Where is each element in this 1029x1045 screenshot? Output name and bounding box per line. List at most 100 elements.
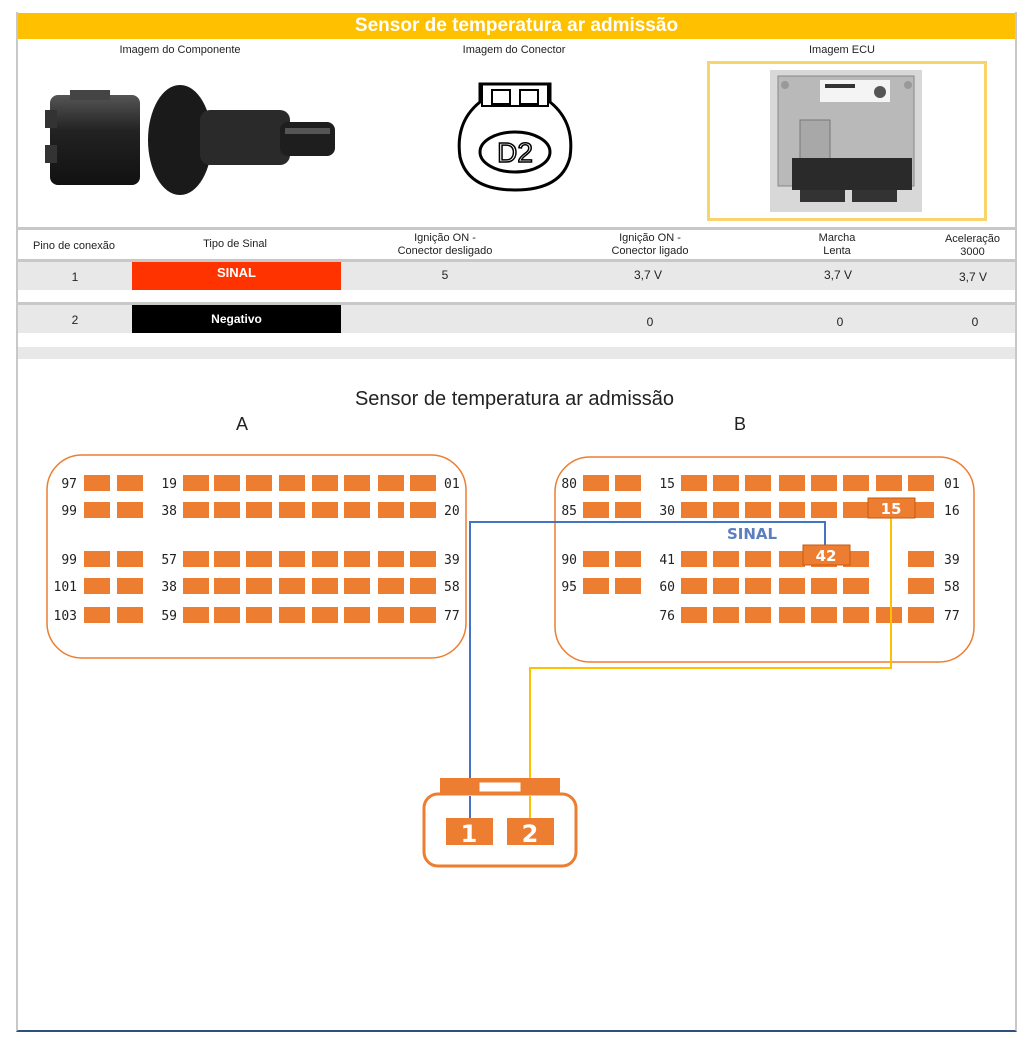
connector-b-pin bbox=[745, 607, 771, 623]
row1-accel: 3,7 V bbox=[958, 270, 988, 284]
connector-a-pin-number: 01 bbox=[444, 477, 460, 492]
row-separator bbox=[18, 259, 1015, 262]
connector-b-pin bbox=[811, 578, 837, 594]
connector-a-pin bbox=[84, 607, 110, 623]
connector-b-pin-number: 39 bbox=[944, 553, 960, 568]
connector-a-pin bbox=[378, 551, 404, 567]
connector-a-pin bbox=[214, 475, 240, 491]
connector-b-pin bbox=[811, 502, 837, 518]
connector-b-pin bbox=[745, 475, 771, 491]
connector-b-pin bbox=[583, 475, 609, 491]
diagram-title: Sensor de temperatura ar admissão bbox=[354, 388, 675, 410]
connector-a-pin bbox=[344, 475, 370, 491]
connector-a-pin bbox=[410, 551, 436, 567]
connector-a-pin bbox=[214, 578, 240, 594]
row2-pin: 2 bbox=[71, 313, 79, 327]
connector-a-pin-number: 77 bbox=[444, 609, 460, 624]
connector-a-pin bbox=[312, 475, 338, 491]
connector-a-pin bbox=[279, 502, 305, 518]
connector-a-pin bbox=[84, 551, 110, 567]
connector-a-pin bbox=[183, 578, 209, 594]
row2-accel: 0 bbox=[971, 315, 979, 329]
connector-a-pin-number: 38 bbox=[161, 580, 177, 595]
connector-b-pin bbox=[681, 578, 707, 594]
connector-b-pin bbox=[908, 551, 934, 567]
ground-wire bbox=[529, 510, 892, 818]
connector-a-pin-number: 99 bbox=[61, 504, 77, 519]
connector-b-pin-number: 90 bbox=[561, 553, 577, 568]
connector-b-pin bbox=[843, 578, 869, 594]
connector-b-pin-number: 77 bbox=[944, 609, 960, 624]
connector-b-pin bbox=[843, 607, 869, 623]
table-top-border bbox=[18, 227, 1015, 230]
connector-a-pin-number: 20 bbox=[444, 504, 460, 519]
connector-a-pin bbox=[246, 578, 272, 594]
connector-a-pin bbox=[183, 607, 209, 623]
connector-a-pin bbox=[279, 578, 305, 594]
header-ign-on: Ignição ON -Conector ligado bbox=[611, 232, 689, 257]
connector-b-pin bbox=[745, 502, 771, 518]
connector-b-pin bbox=[876, 475, 902, 491]
connector-a-pin bbox=[117, 607, 143, 623]
connector-a-pin bbox=[117, 475, 143, 491]
header-ign-off: Ignição ON -Conector desligado bbox=[397, 232, 493, 257]
connector-a-housing bbox=[46, 454, 467, 659]
connector-a-pin bbox=[117, 578, 143, 594]
connector-b-pin bbox=[811, 607, 837, 623]
connector-a-pin bbox=[246, 502, 272, 518]
sensor-component-image bbox=[45, 85, 335, 195]
row1-idle: 3,7 V bbox=[823, 268, 853, 282]
sensor-pin-1 bbox=[446, 818, 493, 845]
connector-a-pin bbox=[214, 551, 240, 567]
connector-a-pin bbox=[117, 502, 143, 518]
connector-a-label: A bbox=[236, 414, 249, 434]
connector-a-pin bbox=[214, 607, 240, 623]
row2-idle: 0 bbox=[836, 315, 844, 329]
connector-b-pin bbox=[583, 551, 609, 567]
header-signal-type: Tipo de Sinal bbox=[203, 238, 267, 250]
connector-a-pin bbox=[410, 502, 436, 518]
connector-b-pin bbox=[779, 475, 805, 491]
connector-a-pin bbox=[214, 502, 240, 518]
connector-drawing: D2 bbox=[457, 82, 573, 192]
table-footer bbox=[18, 347, 1015, 359]
connector-b-pin bbox=[908, 607, 934, 623]
connector-b-pin bbox=[713, 475, 739, 491]
connector-a-pin-number: 101 bbox=[54, 580, 77, 595]
connector-a-pin bbox=[378, 607, 404, 623]
connector-b-pin bbox=[583, 578, 609, 594]
connector-b-pin bbox=[908, 475, 934, 491]
connector-b-pin bbox=[713, 502, 739, 518]
pin-15-highlight bbox=[867, 497, 916, 519]
row1-pin: 1 bbox=[71, 270, 79, 284]
pin-42-label: 42 bbox=[816, 547, 837, 565]
connector-a-pin bbox=[183, 475, 209, 491]
connector-a-pin bbox=[312, 551, 338, 567]
connector-b-pin-number: 16 bbox=[944, 504, 960, 519]
connector-b-pin bbox=[615, 475, 641, 491]
connector-b-pin bbox=[681, 551, 707, 567]
connector-a-pin bbox=[378, 502, 404, 518]
connector-a-pin-number: 58 bbox=[444, 580, 460, 595]
connector-a-pin bbox=[410, 607, 436, 623]
connector-b-pin-number: 15 bbox=[659, 477, 675, 492]
connector-b-pin bbox=[615, 578, 641, 594]
connector-a-pin bbox=[84, 502, 110, 518]
connector-b-pin bbox=[681, 502, 707, 518]
row2-ign-on: 0 bbox=[646, 315, 654, 329]
row1-ign-off: 5 bbox=[441, 268, 449, 282]
ecu-image-label: Imagem ECU bbox=[808, 44, 876, 56]
connector-b-pin bbox=[681, 475, 707, 491]
sensor-pin-2-label: 2 bbox=[522, 820, 539, 848]
connector-a-pin bbox=[344, 502, 370, 518]
connector-a-pin bbox=[410, 578, 436, 594]
connector-a-pin bbox=[279, 551, 305, 567]
row1-ign-on: 3,7 V bbox=[633, 268, 663, 282]
connector-b-pin bbox=[681, 607, 707, 623]
connector-b-pin-number: 85 bbox=[561, 504, 577, 519]
connector-a-pin bbox=[344, 551, 370, 567]
connector-b-pin bbox=[615, 502, 641, 518]
connector-b-pin bbox=[615, 551, 641, 567]
